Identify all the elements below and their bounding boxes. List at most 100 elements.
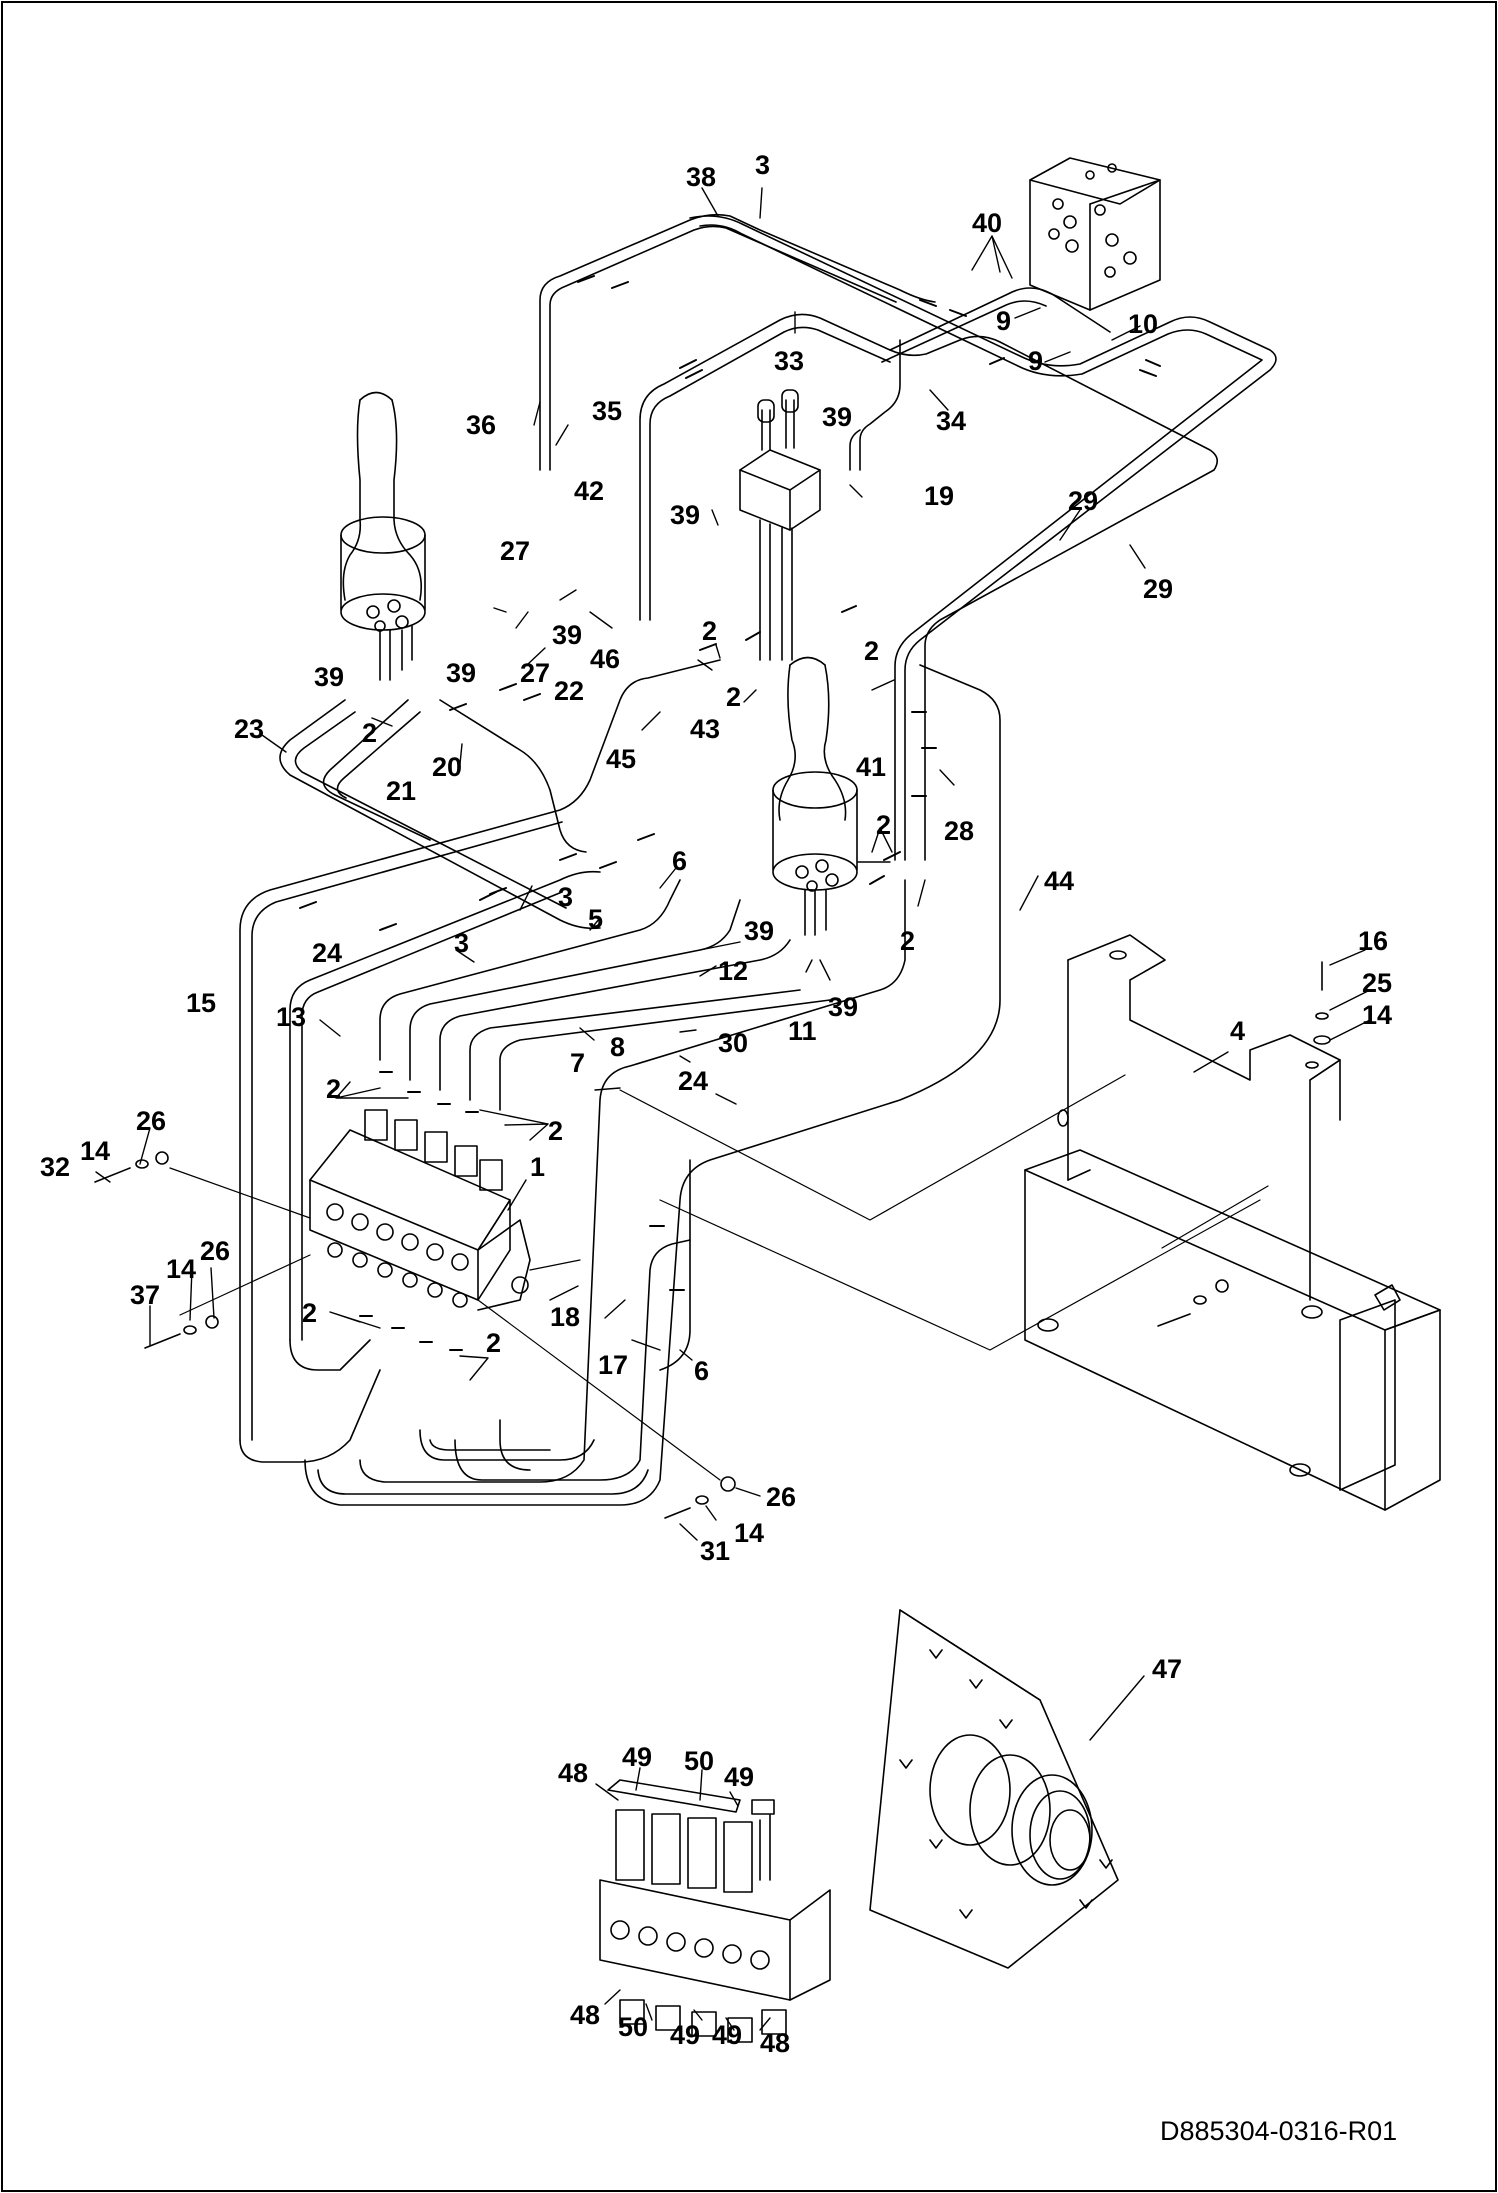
callout-2: 2 <box>702 616 717 646</box>
callout-22: 22 <box>554 676 584 706</box>
hose-fittings <box>299 275 1161 1351</box>
callout-14: 14 <box>1362 1000 1392 1030</box>
callout-2: 2 <box>726 682 741 712</box>
callout-39: 39 <box>552 620 582 650</box>
callout-41: 41 <box>856 752 886 782</box>
callout-21: 21 <box>386 776 416 806</box>
callout-25: 25 <box>1362 968 1392 998</box>
callout-18: 18 <box>550 1302 580 1332</box>
callout-15: 15 <box>186 988 216 1018</box>
callout-7: 7 <box>570 1048 585 1078</box>
callout-39: 39 <box>446 658 476 688</box>
callout-37: 37 <box>130 1280 160 1310</box>
callout-13: 13 <box>276 1002 306 1032</box>
callout-32: 32 <box>40 1152 70 1182</box>
coupling-bracket <box>869 1609 1119 1969</box>
callout-24: 24 <box>678 1066 708 1096</box>
callout-36: 36 <box>466 410 496 440</box>
callout-27: 27 <box>520 658 550 688</box>
callout-2: 2 <box>486 1328 501 1358</box>
callout-14: 14 <box>734 1518 764 1548</box>
callout-16: 16 <box>1358 926 1388 956</box>
callout-44: 44 <box>1044 866 1074 896</box>
callout-48: 48 <box>558 1758 588 1788</box>
callout-43: 43 <box>690 714 720 744</box>
callout-47: 47 <box>1152 1654 1182 1684</box>
callout-17: 17 <box>598 1350 628 1380</box>
callout-31: 31 <box>700 1536 730 1566</box>
callout-39: 39 <box>314 662 344 692</box>
callout-11: 11 <box>788 1016 817 1046</box>
callout-23: 23 <box>234 714 264 744</box>
callout-49: 49 <box>712 2020 742 2050</box>
callout-50: 50 <box>684 1746 714 1776</box>
callout-27: 27 <box>500 536 530 566</box>
callout-10: 10 <box>1128 309 1158 339</box>
callout-33: 33 <box>774 346 804 376</box>
callout-1: 1 <box>530 1152 545 1182</box>
callout-39: 39 <box>822 402 852 432</box>
callout-8: 8 <box>610 1032 625 1062</box>
callout-50: 50 <box>618 2012 648 2042</box>
callout-6: 6 <box>694 1356 709 1386</box>
centre-twin-lever-valve <box>739 389 821 661</box>
callout-30: 30 <box>718 1028 748 1058</box>
callout-3: 3 <box>454 928 469 958</box>
callout-2: 2 <box>326 1074 341 1104</box>
hydraulic-tank <box>1024 1149 1441 1511</box>
callout-45: 45 <box>606 744 636 774</box>
callout-39: 39 <box>670 500 700 530</box>
callout-2: 2 <box>864 636 879 666</box>
callout-14: 14 <box>166 1254 196 1284</box>
line-art <box>94 157 1441 2043</box>
callout-38: 38 <box>686 162 716 192</box>
callout-3: 3 <box>558 882 573 912</box>
main-control-valve <box>309 1109 531 1311</box>
callout-leaders <box>95 187 1371 2031</box>
pilot-valve-block <box>1029 157 1161 311</box>
joystick-hoses <box>279 699 601 930</box>
callout-2: 2 <box>548 1116 563 1146</box>
hose-runs-upper <box>539 213 1277 861</box>
callout-2: 2 <box>362 718 377 748</box>
callout-29: 29 <box>1143 574 1173 604</box>
tank-bracket <box>1057 934 1341 1301</box>
callout-26: 26 <box>200 1236 230 1266</box>
spare-valve-assembly <box>599 1779 831 2043</box>
callout-49: 49 <box>724 1762 754 1792</box>
callout-48: 48 <box>570 2000 600 2030</box>
callout-5: 5 <box>588 904 603 934</box>
callout-20: 20 <box>432 752 462 782</box>
callout-34: 34 <box>936 406 966 436</box>
callout-26: 26 <box>136 1106 166 1136</box>
drawing-code: D885304-0316-R01 <box>1160 2116 1397 2146</box>
callout-39: 39 <box>744 916 774 946</box>
callout-39: 39 <box>828 992 858 1022</box>
callout-35: 35 <box>592 396 622 426</box>
callout-3: 3 <box>755 150 770 180</box>
callout-24: 24 <box>312 938 342 968</box>
callout-4: 4 <box>1230 1016 1245 1046</box>
hose-runs-lower <box>239 659 1001 1506</box>
callout-9: 9 <box>996 306 1011 336</box>
callout-49: 49 <box>670 2020 700 2050</box>
right-joystick <box>772 656 858 936</box>
callout-14: 14 <box>80 1136 110 1166</box>
left-joystick <box>340 391 426 681</box>
callout-46: 46 <box>590 644 620 674</box>
callout-labels: 38 3 40 9 10 9 33 34 36 35 42 39 19 29 2… <box>40 150 1392 2058</box>
callout-28: 28 <box>944 816 974 846</box>
callout-9: 9 <box>1028 346 1043 376</box>
callout-49: 49 <box>622 1742 652 1772</box>
callout-42: 42 <box>574 476 604 506</box>
callout-48: 48 <box>760 2028 790 2058</box>
fasteners <box>94 961 1331 1519</box>
callout-2: 2 <box>900 926 915 956</box>
callout-26: 26 <box>766 1482 796 1512</box>
callout-2: 2 <box>302 1298 317 1328</box>
callout-6: 6 <box>672 846 687 876</box>
callout-29: 29 <box>1068 486 1098 516</box>
callout-2: 2 <box>876 810 891 840</box>
callout-12: 12 <box>718 956 748 986</box>
